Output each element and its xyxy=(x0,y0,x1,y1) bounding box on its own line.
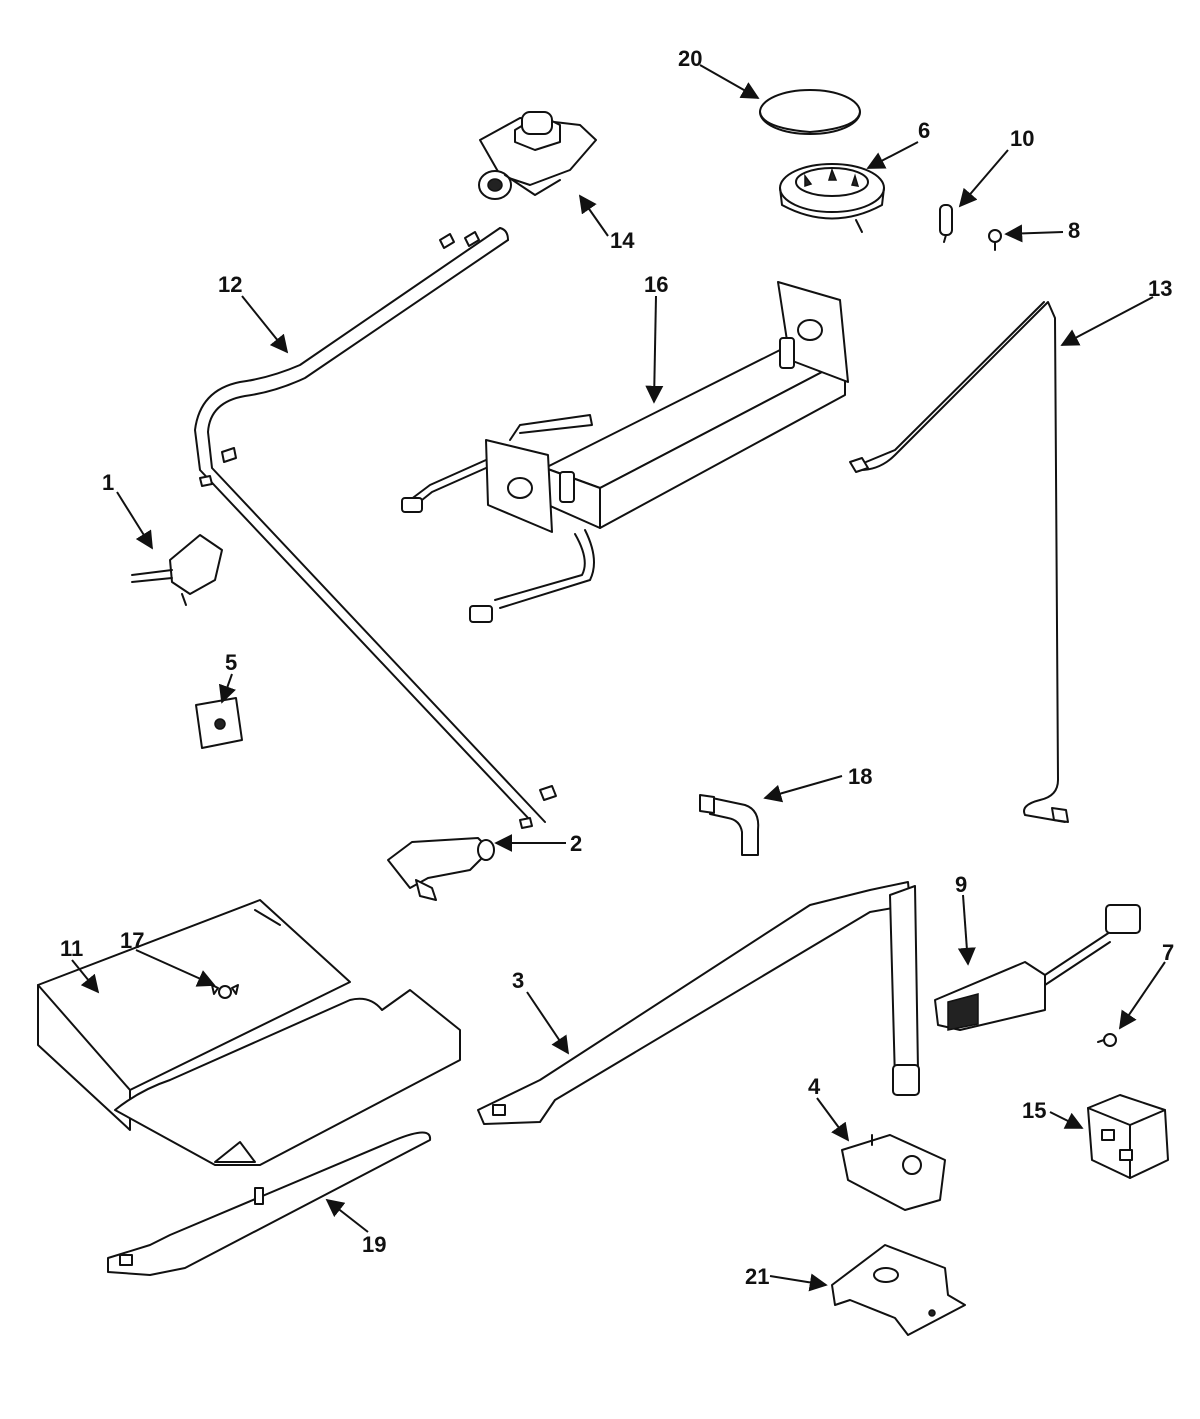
part-16-burner-box xyxy=(401,281,849,623)
part-12-manifold-pipe xyxy=(194,227,557,829)
part-10-pin xyxy=(939,204,953,243)
part-7-screw xyxy=(1097,1033,1117,1047)
callout-8: 8 xyxy=(1068,218,1080,243)
part-13-thermocouple xyxy=(849,301,1069,823)
callout-21: 21 xyxy=(745,1264,769,1289)
leader-lines xyxy=(71,64,1166,1292)
callout-14: 14 xyxy=(610,228,635,253)
part-21-bracket xyxy=(831,1244,966,1336)
part-5-clip xyxy=(195,697,243,749)
callout-15: 15 xyxy=(1022,1098,1046,1123)
part-3-broil-burner xyxy=(477,881,920,1125)
callout-18: 18 xyxy=(848,764,872,789)
callout-6: 6 xyxy=(918,118,930,143)
part-19-bake-burner xyxy=(107,1131,432,1276)
callout-17: 17 xyxy=(120,928,144,953)
part-11-heat-shield xyxy=(37,899,461,1166)
callout-2: 2 xyxy=(570,831,582,856)
callout-5: 5 xyxy=(225,650,237,675)
part-20-burner-cap xyxy=(759,89,861,135)
callout-4: 4 xyxy=(808,1074,821,1099)
callout-3: 3 xyxy=(512,968,524,993)
callout-10: 10 xyxy=(1010,126,1034,151)
callout-13: 13 xyxy=(1148,276,1172,301)
part-8-screw xyxy=(988,229,1002,251)
part-6-burner-head xyxy=(779,163,885,233)
part-14-regulator xyxy=(478,111,597,200)
part-2-orifice-holder xyxy=(387,837,495,901)
callout-1: 1 xyxy=(102,470,114,495)
part-15-module xyxy=(1087,1094,1169,1179)
part-1-igniter-socket xyxy=(131,534,223,606)
callout-9: 9 xyxy=(955,872,967,897)
callout-11: 11 xyxy=(60,936,83,961)
callout-7: 7 xyxy=(1162,940,1174,965)
part-4-spark-module xyxy=(841,1134,946,1211)
callout-16: 16 xyxy=(644,272,668,297)
part-9-igniter xyxy=(934,904,1141,1031)
part-18-elbow xyxy=(699,794,760,856)
callout-12: 12 xyxy=(218,272,242,297)
callout-20: 20 xyxy=(678,46,702,71)
callout-19: 19 xyxy=(362,1232,386,1257)
callout-labels: 20 6 10 8 13 14 12 16 1 5 18 2 9 7 11 17… xyxy=(60,46,1174,1289)
